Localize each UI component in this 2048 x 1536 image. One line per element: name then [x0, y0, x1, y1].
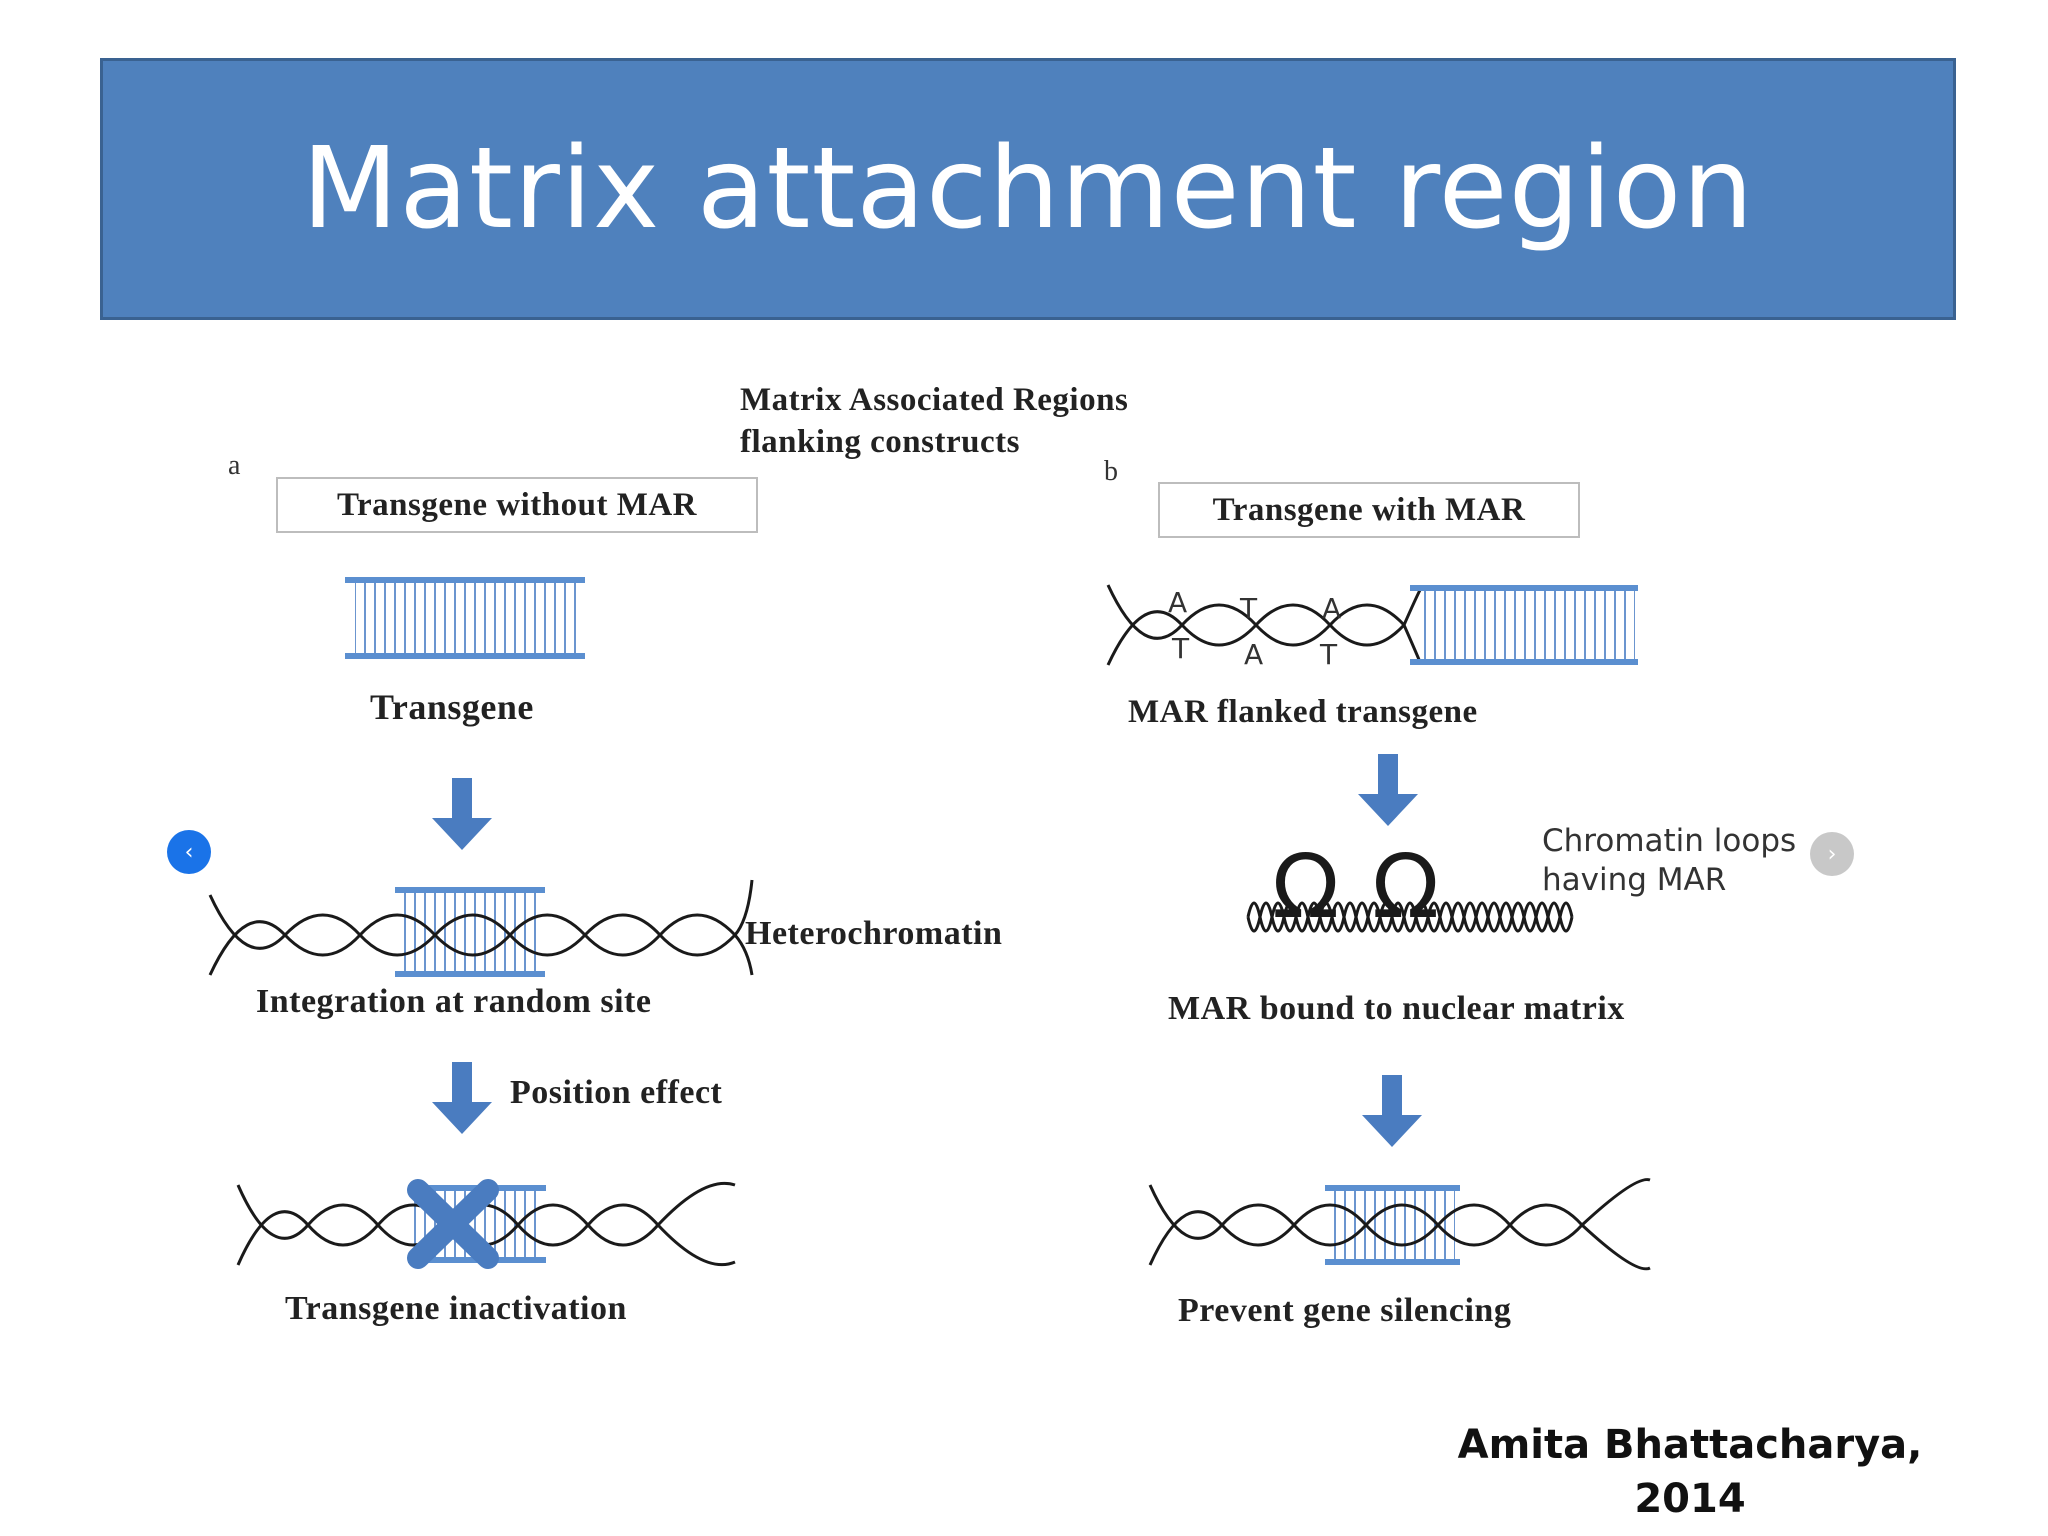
heterochromatin-label: Heterochromatin [745, 915, 1003, 952]
transgene-inactivation-graphic [236, 1179, 736, 1269]
prevent-silencing-graphic [1148, 1178, 1651, 1271]
base-letter: A [1322, 592, 1342, 625]
chevron-left-icon: ‹ [184, 839, 194, 865]
previous-slide-button[interactable]: ‹ [167, 830, 211, 874]
chromatin-loop-icon: Ω [1372, 835, 1440, 938]
mar-bound-label: MAR bound to nuclear matrix [1168, 990, 1625, 1027]
mar-flanked-transgene-graphic [1106, 584, 1638, 666]
nuclear-matrix-graphic [1246, 901, 1574, 933]
slide-title: Matrix attachment region [301, 124, 1755, 254]
chromatin-loop-icon: Ω [1272, 835, 1340, 938]
figure-header-line2: flanking constructs [740, 424, 1020, 460]
base-letter: T [1172, 632, 1190, 665]
panel-a-box-label: Transgene without MAR [336, 486, 698, 523]
arrow-down-icon [432, 1062, 492, 1134]
arrow-down-icon [1358, 754, 1418, 826]
arrow-down-icon [1362, 1075, 1422, 1147]
panel-b-box-label: Transgene with MAR [1212, 491, 1526, 528]
integration-label: Integration at random site [256, 983, 652, 1020]
figure-header-line1: Matrix Associated Regions [740, 382, 1129, 418]
panel-b-box: Transgene with MAR [1158, 482, 1580, 538]
base-letter: T [1240, 592, 1258, 625]
transgene-plain-graphic [345, 577, 585, 659]
prevent-silencing-label: Prevent gene silencing [1178, 1292, 1512, 1329]
heterochromatin-integration-graphic [208, 879, 754, 977]
panel-b-letter: b [1104, 456, 1119, 487]
next-slide-button[interactable]: › [1810, 832, 1854, 876]
panel-a-letter: a [228, 450, 241, 481]
arrow-down-icon [432, 778, 492, 850]
mar-flanked-label: MAR flanked transgene [1128, 694, 1478, 730]
transgene-label: Transgene [370, 687, 534, 727]
inactivation-label: Transgene inactivation [285, 1290, 627, 1327]
chevron-right-icon: › [1827, 841, 1837, 867]
citation-year: 2014 [1634, 1476, 1746, 1522]
base-letter: T [1320, 638, 1338, 671]
base-letter: A [1244, 638, 1264, 671]
chromatin-loops-label-line2: having MAR [1542, 862, 1727, 898]
position-effect-label: Position effect [510, 1074, 723, 1111]
citation: Amita Bhattacharya, 2014 [1450, 1418, 1930, 1526]
base-letter: A [1168, 586, 1188, 619]
title-bar: Matrix attachment region [100, 58, 1956, 320]
chromatin-loops-label-line1: Chromatin loops [1542, 823, 1797, 859]
panel-a-box: Transgene without MAR [276, 477, 758, 533]
citation-author: Amita Bhattacharya, [1457, 1422, 1923, 1468]
